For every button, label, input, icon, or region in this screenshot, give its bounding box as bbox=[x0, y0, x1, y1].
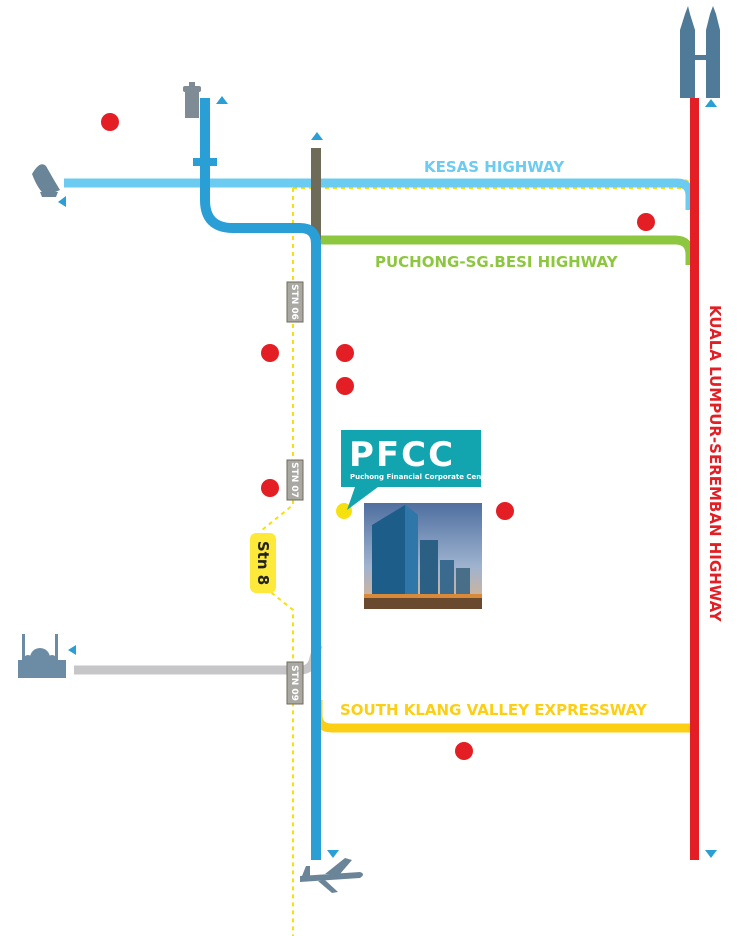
twin-towers-icon bbox=[680, 6, 720, 98]
arrow-down-icon bbox=[705, 850, 717, 858]
tower-icon bbox=[183, 82, 201, 118]
kl-seremban-highway-line bbox=[690, 98, 699, 860]
poi-dot bbox=[637, 213, 655, 231]
arrow-down-icon bbox=[327, 850, 339, 858]
svg-text:STN 09: STN 09 bbox=[289, 665, 299, 701]
poi-dot bbox=[336, 377, 354, 395]
arrow-left-icon bbox=[68, 645, 76, 655]
blue-main-line bbox=[200, 98, 321, 860]
poi-dot bbox=[496, 502, 514, 520]
arrow-left-icon bbox=[58, 196, 66, 207]
svg-text:STN 07: STN 07 bbox=[289, 462, 299, 498]
pfcc-location-dot bbox=[336, 503, 352, 519]
svg-text:Stn 8: Stn 8 bbox=[254, 541, 272, 585]
poi-dot bbox=[336, 344, 354, 362]
svg-text:STN 06: STN 06 bbox=[289, 284, 299, 320]
arrow-up-icon bbox=[311, 132, 323, 140]
poi-dot bbox=[455, 742, 473, 760]
station-07: STN 07 bbox=[286, 459, 304, 501]
arrow-up-icon bbox=[705, 99, 717, 107]
puchong-label: PUCHONG-SG.BESI HIGHWAY bbox=[375, 253, 619, 271]
airplane-icon bbox=[300, 858, 363, 893]
kesas-label: KESAS HIGHWAY bbox=[424, 158, 565, 176]
svg-text:PFCC: PFCC bbox=[349, 435, 455, 475]
ship-icon bbox=[32, 164, 60, 197]
arrow-up-icon bbox=[216, 96, 228, 104]
pfcc-logo: PFCC Puchong Financial Corporate Centre bbox=[341, 430, 493, 510]
pfcc-building-image bbox=[364, 503, 482, 609]
station-09: STN 09 bbox=[286, 661, 304, 705]
poi-dot bbox=[261, 344, 279, 362]
kl-seremban-label: KUALA LUMPUR-SEREMBAN HIGHWAY bbox=[706, 305, 724, 623]
mosque-icon bbox=[18, 634, 66, 678]
grey-line bbox=[74, 643, 323, 675]
kesas-highway-line bbox=[64, 178, 695, 210]
olive-line bbox=[311, 148, 321, 240]
skve-label: SOUTH KLANG VALLEY EXPRESSWAY bbox=[340, 701, 648, 719]
poi-dot bbox=[261, 479, 279, 497]
blue-line-crossbar bbox=[193, 158, 217, 166]
station-06: STN 06 bbox=[286, 281, 304, 323]
svg-text:Puchong Financial Corporate Ce: Puchong Financial Corporate Centre bbox=[350, 473, 493, 481]
station-08: Stn 8 bbox=[250, 533, 276, 593]
poi-dot bbox=[101, 113, 119, 131]
